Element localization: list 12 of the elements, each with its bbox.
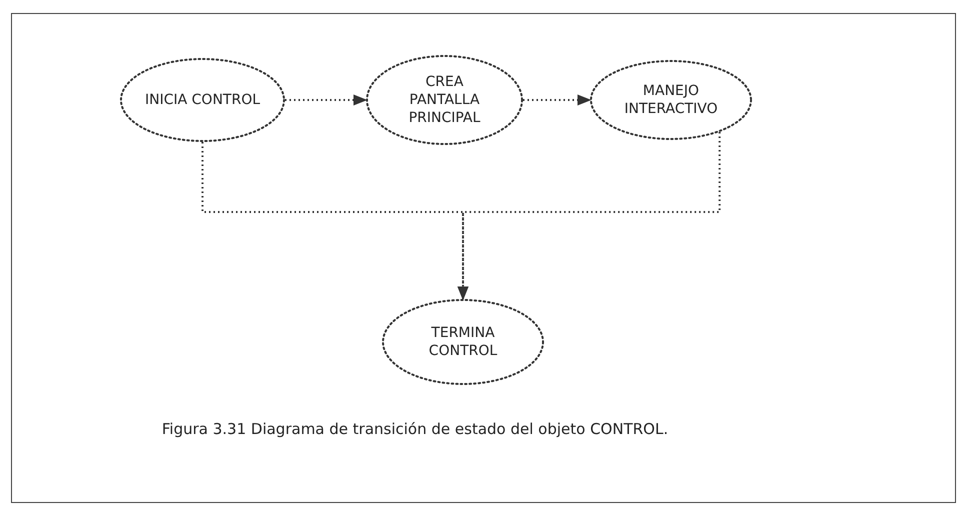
transition-arrow: [457, 132, 721, 300]
figure-caption: Figura 3.31 Diagrama de transición de estado del objeto CONTROL.: [160, 420, 670, 438]
state-label: INICIA CONTROL: [144, 91, 260, 109]
state-ellipse: [366, 55, 523, 145]
transition-arrow: [523, 94, 592, 106]
state-label: CREA PANTALLA PRINCIPAL: [408, 73, 482, 127]
state-ellipse: [382, 299, 544, 385]
transition-arrow: [285, 94, 368, 106]
state-ellipse: [590, 60, 752, 140]
state-label: TERMINA CONTROL: [428, 324, 498, 360]
state-label: MANEJO INTERACTIVO: [623, 82, 719, 118]
state-ellipse: [120, 58, 285, 142]
